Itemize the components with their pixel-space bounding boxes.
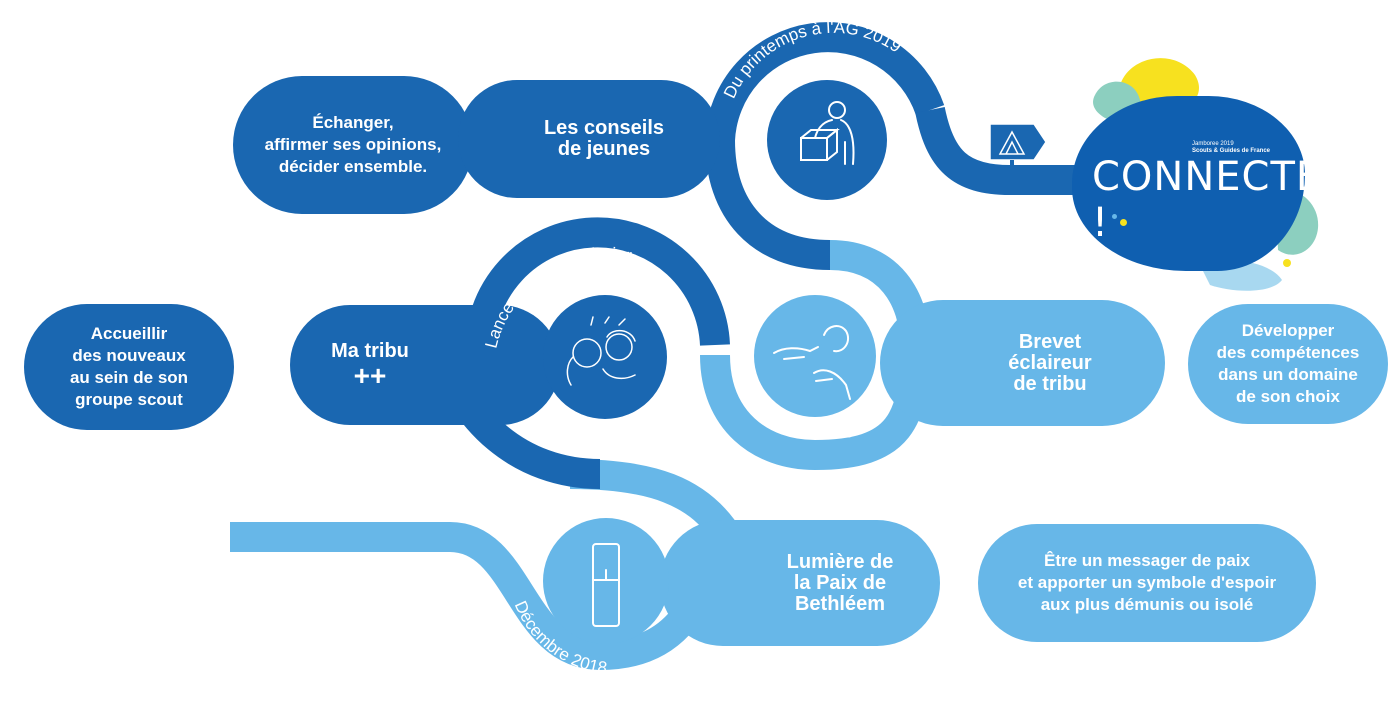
stage4-date-text: Décembre 2018 xyxy=(511,598,609,678)
logo-dots xyxy=(1112,214,1127,226)
stage3-date: Lancement le 22 février xyxy=(481,244,633,350)
stage4-icon-circle xyxy=(543,518,669,644)
stage3-title: Ma tribu ++ xyxy=(290,305,560,425)
stage3-description-text: Accueillir des nouveaux au sein de son g… xyxy=(69,324,189,409)
logo-word: CONNECTÉ ! xyxy=(1092,154,1323,246)
stage3-description: Accueillir des nouveaux au sein de son g… xyxy=(24,304,234,430)
stage2-icon-circle xyxy=(754,295,876,417)
group-of-people-icon xyxy=(566,316,636,386)
candle-glass-icon xyxy=(592,543,620,627)
stage2-title-text: Brevet éclaireur de tribu xyxy=(1008,330,1092,395)
tent-icon xyxy=(989,123,1047,174)
logo-line1: Jamboree 2019 xyxy=(1192,141,1234,147)
stage1-description-text: Échanger, affirmer ses opinions, décider… xyxy=(264,113,442,176)
stage3-date-arc: Lancement le 22 février xyxy=(481,244,633,350)
stage4-date: Décembre 2018 xyxy=(511,598,609,678)
logo-line2: Scouts & Guides de France xyxy=(1192,148,1271,154)
stage3-icon-circle xyxy=(543,295,667,419)
stage2-date-arc: Printemps 2019 xyxy=(746,385,855,442)
stage4-date-arc: Décembre 2018 xyxy=(511,598,609,678)
stage2-title: Brevet éclaireur de tribu xyxy=(880,300,1165,426)
stage4-description: Être un messager de paix et apporter un … xyxy=(978,524,1316,642)
stage4-title: Lumière de la Paix de Bethléem xyxy=(660,520,940,646)
stage1-description: Échanger, affirmer ses opinions, décider… xyxy=(233,76,473,214)
stage2-description-text: Développer des compétences dans un domai… xyxy=(1216,321,1360,406)
stage1-icon-circle xyxy=(767,80,887,200)
connecte-logo: Jamboree 2019 Scouts & Guides de France … xyxy=(1072,96,1321,271)
stage1-title: Les conseils de jeunes xyxy=(458,80,720,198)
stage2-description: Développer des compétences dans un domai… xyxy=(1188,304,1388,424)
stage2-date-text: Printemps 2019 xyxy=(746,385,855,442)
stage1-date: Du printemps à l'AG 2019 xyxy=(720,18,905,102)
stage2-date: Printemps 2019 xyxy=(746,385,855,442)
stage1-date-text: Du printemps à l'AG 2019 xyxy=(720,18,905,102)
stage4-description-text: Être un messager de paix et apporter un … xyxy=(1017,551,1277,614)
logo-subtitle: Jamboree 2019 Scouts & Guides de France xyxy=(1192,141,1270,155)
stage1-date-arc: Du printemps à l'AG 2019 xyxy=(720,18,905,102)
hands-icon xyxy=(773,325,851,400)
stage4-title-text: Lumière de la Paix de Bethléem xyxy=(786,550,894,615)
stage3-date-text: Lancement le 22 février xyxy=(481,244,633,350)
stage3-title-text: Ma tribu xyxy=(331,339,409,362)
stage3-title-suffix: ++ xyxy=(353,359,387,391)
stage1-title-text: Les conseils de jeunes xyxy=(543,117,665,160)
signpost xyxy=(988,122,1048,174)
ballot-box-icon xyxy=(800,101,855,165)
